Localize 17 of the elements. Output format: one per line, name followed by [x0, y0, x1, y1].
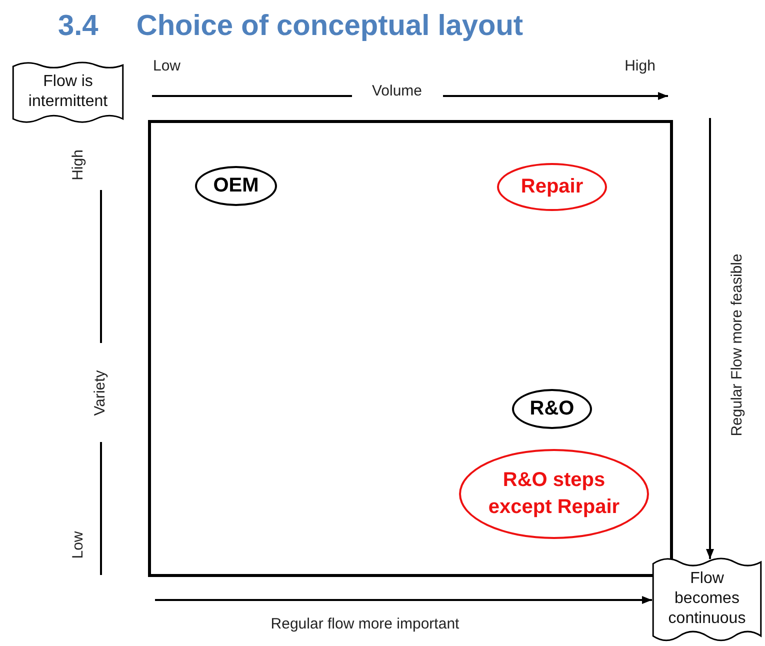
wavy-box — [12, 60, 124, 124]
node-text: Repair — [520, 174, 584, 200]
wavy-box — [652, 555, 762, 643]
axis-label: High — [624, 58, 656, 74]
edge-label: Regular flow more important — [270, 616, 460, 632]
quadrant-frame — [148, 120, 673, 577]
title: 3.4 Choice of conceptual layout — [58, 10, 524, 43]
axis-label: High — [70, 150, 86, 180]
node-text: Flow becomes continuous — [667, 569, 747, 629]
axis-label: Variety — [92, 370, 108, 416]
arrow — [155, 596, 652, 604]
node-text: Flow is intermittent — [27, 72, 109, 112]
node-text: R&O steps except Repair — [487, 468, 621, 520]
node-text: OEM — [213, 174, 259, 198]
arrow — [706, 118, 714, 559]
node-text: R&O — [530, 396, 574, 422]
edge-label: Regular Flow more feasible — [728, 254, 746, 436]
